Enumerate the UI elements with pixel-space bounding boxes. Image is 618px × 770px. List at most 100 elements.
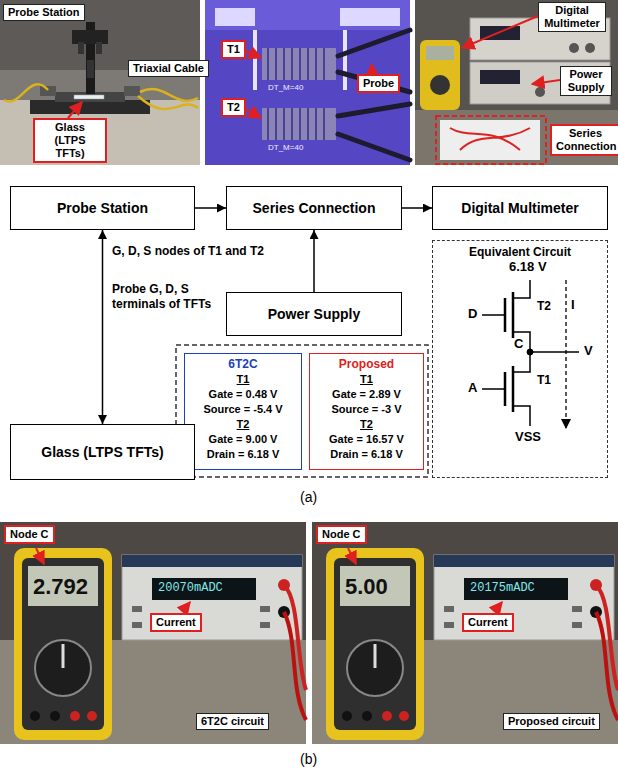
table-line: Gate = 9.00 V [185,432,301,447]
box-text: Proposed [310,357,423,372]
callout-box: T2 [221,98,246,117]
process-box: Probe Station [10,186,195,230]
callout-box: T1 [221,40,246,59]
device-name: T1 [537,374,551,388]
microscope-photo [340,8,400,26]
box-text: T2 [227,101,240,114]
photo-label: Power Supply [560,66,612,96]
bench-photo [535,87,545,97]
callout-box: Node C [4,525,55,544]
meter-photo [0,522,306,744]
probe-station-photo [30,100,150,114]
box-text: Equivalent Circuit [433,245,607,259]
box-text: Glass (LTPS TFTs) [41,444,163,460]
table-line: Source = -5.4 V [185,402,301,417]
photo-label: 6T2C circuit [196,713,269,730]
box-text: Probe [363,77,394,90]
microscope-photo [205,0,410,165]
box-text: Proposed circuit [508,715,595,728]
table-line: T1 [185,372,301,387]
microscope-photo [338,30,410,160]
flow-arrow [402,207,432,209]
probe-station-photo [124,86,140,96]
table-line: T2 [310,417,423,432]
bench-photo [436,116,546,164]
process-box: Digital Multimeter [432,186,608,230]
bench-photo [585,43,595,53]
voltage-label: 6.18 V [509,260,547,275]
bench-photo [430,75,450,95]
probe-station-photo [4,84,48,101]
process-box: Glass (LTPS TFTs) [10,424,195,480]
bench-photo [415,0,618,165]
bias-table: 6T2CT1Gate = 0.48 VSource = -5.4 VT2Gate… [184,353,302,470]
table-line: Drain = 6.18 V [185,447,301,462]
probe-station-photo [87,60,94,78]
bench-photo [569,43,579,53]
probe-station-photo [40,86,56,96]
circuit-drawing [565,280,566,428]
bench-photo [470,62,610,104]
table-line: Gate = 16.57 V [310,432,423,447]
meter-photo [312,522,618,744]
chip-marking: DT_M=40 [268,143,303,152]
probe-station-photo [68,102,82,118]
box-text: Series Connection [253,200,376,216]
box-text: Node C [10,528,49,541]
box-text: Node C [322,528,361,541]
bench-photo [415,110,618,165]
probe-station-photo [96,42,102,54]
voltage-label: V [584,344,593,359]
process-box: Power Supply [226,292,402,336]
bench-photo [462,16,538,48]
photo-label: Digital Multimeter [538,2,606,32]
box-text: Series Connection [556,127,615,153]
circuit-drawing [482,280,579,426]
probe-station-photo [0,0,200,165]
box-text: Power Supply [268,306,361,322]
microscope-photo [205,0,410,30]
box-text: 6T2C [185,357,301,372]
flow-arrow [313,230,315,292]
bench-photo [440,120,540,160]
table-line: T1 [310,372,423,387]
box-text: Digital Multimeter [543,4,601,30]
box-text: Glass (LTPS TFTs) [39,121,101,160]
table-line: Source = -3 V [310,402,423,417]
probe-station-photo [140,89,198,101]
microscope-photo [244,50,261,58]
flow-arrow [195,207,226,209]
box-text: Triaxial Cable [133,62,204,75]
rail-name: VSS [515,430,541,445]
callout-box: Current [462,613,514,632]
bench-photo [532,80,560,84]
callout-box: Node C [316,525,367,544]
node-name: C [514,337,523,352]
microscope-photo [371,64,373,73]
pin-name: D [468,307,477,322]
edge-label: Probe G, D, S terminals of TFTs [112,282,224,312]
box-text: Digital Multimeter [461,200,578,216]
bench-photo [415,0,618,165]
panel-label: (a) [300,489,317,505]
callout-box: Probe [357,74,400,93]
microscope-photo [268,48,324,140]
chip-marking: DT_M=40 [268,83,303,92]
microscope-photo [205,0,410,165]
current-label: I [571,298,575,313]
callout-box: Series Connection [550,124,618,156]
probe-station-photo [78,42,84,54]
photo-label: Proposed circuit [503,713,600,730]
bench-photo [480,70,520,84]
circuit-drawing [527,349,533,355]
probe-station-photo [74,95,104,99]
process-box: Series Connection [226,186,402,230]
flow-arrow [102,230,104,424]
callout-box: Current [150,613,202,632]
bias-table: ProposedT1Gate = 2.89 VSource = -3 VT2Ga… [309,353,424,470]
photo-label: Probe Station [3,4,85,21]
edge-label: G, D, S nodes of T1 and T2 [112,244,264,259]
microscope-photo [215,8,255,26]
box-text: 6T2C circuit [201,715,264,728]
